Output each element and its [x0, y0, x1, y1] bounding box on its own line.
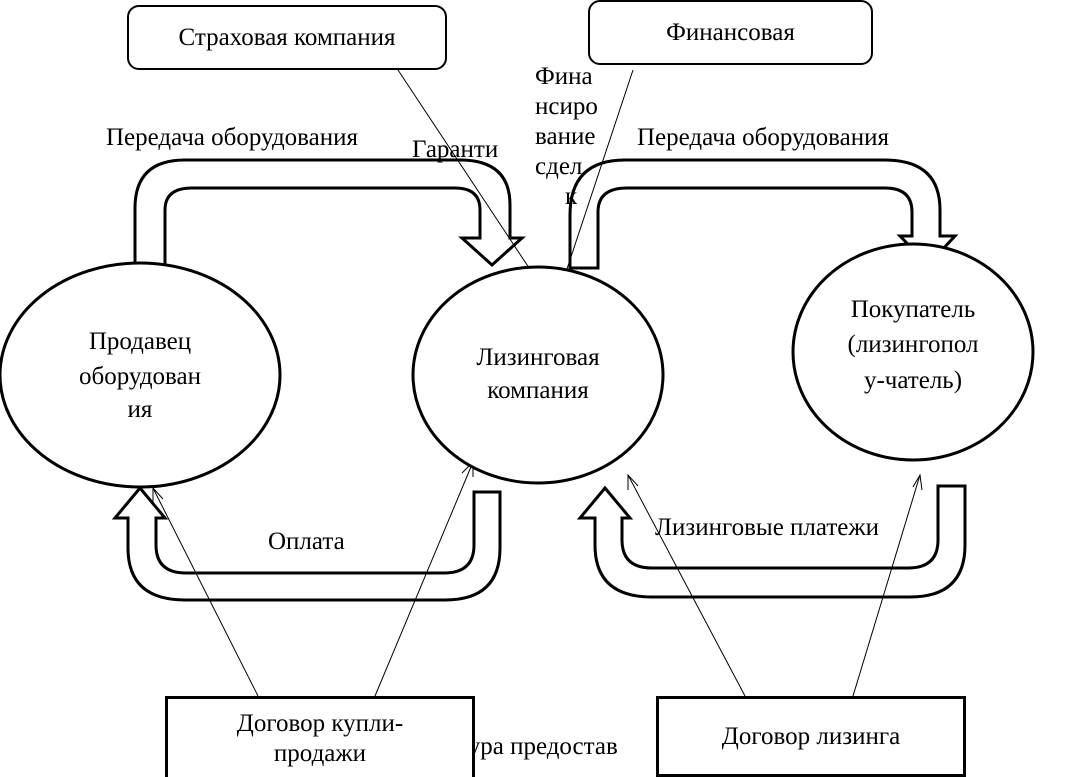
leasing-payments-label-clip: Лизинговые платежи: [655, 513, 930, 538]
buyer-label-2: (лизингопол: [847, 331, 979, 358]
financing-line: [554, 69, 634, 306]
seller-label-2: оборудован: [79, 363, 201, 390]
purchase-contract-arrowhead-seller: [152, 486, 164, 503]
buyer-ellipse: [791, 242, 1035, 462]
leasing-company-ellipse: [411, 265, 665, 485]
guarantee-line: [397, 69, 546, 293]
financing-line-1: Фина: [535, 63, 593, 90]
leasing-contract-box: Договор лизинга: [656, 696, 966, 777]
leasing-contract-line-to-leasing: [627, 474, 746, 697]
buyer-label-3: у-чатель): [863, 367, 963, 394]
leasing-contract-arrowhead-buyer: [912, 473, 923, 491]
financial-box: Финансовая: [588, 0, 873, 65]
purchase-contract-line-to-leasing: [374, 461, 474, 697]
leasing-contract-label: Договор лизинга: [721, 722, 901, 750]
financing-line-4: сдел: [535, 153, 583, 180]
leasing-contract-arrowhead-leasing: [627, 473, 639, 490]
transfer-right-label: Передача оборудования: [637, 124, 890, 151]
seller-label-3: ия: [127, 396, 153, 423]
transfer-arrow-seller-to-leasing: [133, 158, 526, 268]
purchase-contract-label-2: продажи: [273, 740, 367, 767]
purchase-contract-label-1: Договор купли-: [236, 710, 404, 737]
purchase-contract-line-to-seller: [152, 487, 259, 697]
guarantee-label: Гаранти: [412, 136, 499, 163]
seller-ellipse: [0, 261, 282, 489]
financing-line-3: вание: [535, 123, 596, 150]
leasing-company-label-2: компания: [487, 377, 589, 404]
purchase-contract-box: Договор купли- продажи: [165, 696, 475, 777]
insurance-company-box: Страховая компания: [127, 5, 447, 70]
payment-arrow: [111, 485, 502, 602]
transfer-arrow-leasing-to-buyer: [568, 158, 959, 270]
financing-text: Фина нсиро вание сдел к: [535, 62, 607, 212]
leasing-payments-label: Лизинговые платежи: [655, 514, 880, 538]
buyer-label-1: Покупатель: [850, 296, 976, 323]
leasing-company-label-1: Лизинговая: [476, 344, 600, 371]
financing-line-5: к: [565, 183, 578, 210]
financing-line-2: нсиро: [535, 93, 598, 120]
leasing-payments-arrow: [576, 484, 967, 599]
leasing-contract-line-to-buyer: [852, 474, 921, 697]
seller-label-1: Продавец: [88, 328, 192, 355]
insurance-company-label: Страховая компания: [178, 23, 396, 51]
bottom-caption: дура предостав: [455, 733, 618, 760]
payment-label: Оплата: [268, 528, 345, 555]
transfer-left-label: Передача оборудования: [106, 124, 359, 151]
financial-label: Финансовая: [666, 18, 795, 46]
